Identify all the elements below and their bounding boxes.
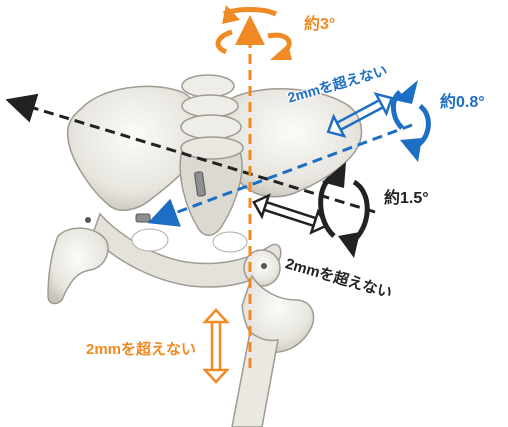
left-ramus-screw <box>136 214 150 222</box>
lumbar-vertebra-2 <box>182 95 238 117</box>
black-rotation-label: 約1.5° <box>384 184 429 208</box>
blue-rotation-label: 約0.8° <box>440 88 485 112</box>
lumbar-vertebra-3 <box>181 115 241 139</box>
black-translation-arrow <box>250 192 329 236</box>
lumbar-vertebra-1 <box>182 75 234 97</box>
left-femur <box>48 228 108 303</box>
left-obturator <box>132 229 168 251</box>
blue-rotation-arrows <box>393 80 428 162</box>
sacrum <box>180 147 242 235</box>
left-acetabulum-screw <box>85 217 91 223</box>
right-femur-shaft <box>232 332 278 427</box>
right-acetabulum-screw <box>261 263 267 269</box>
orange-translation-label: 2mmを超えない <box>86 338 196 359</box>
orange-rotation-arrows <box>218 5 292 60</box>
orange-rotation-label: 約3° <box>304 10 335 34</box>
orange-translation-arrow <box>205 310 227 382</box>
right-obturator <box>213 232 247 252</box>
